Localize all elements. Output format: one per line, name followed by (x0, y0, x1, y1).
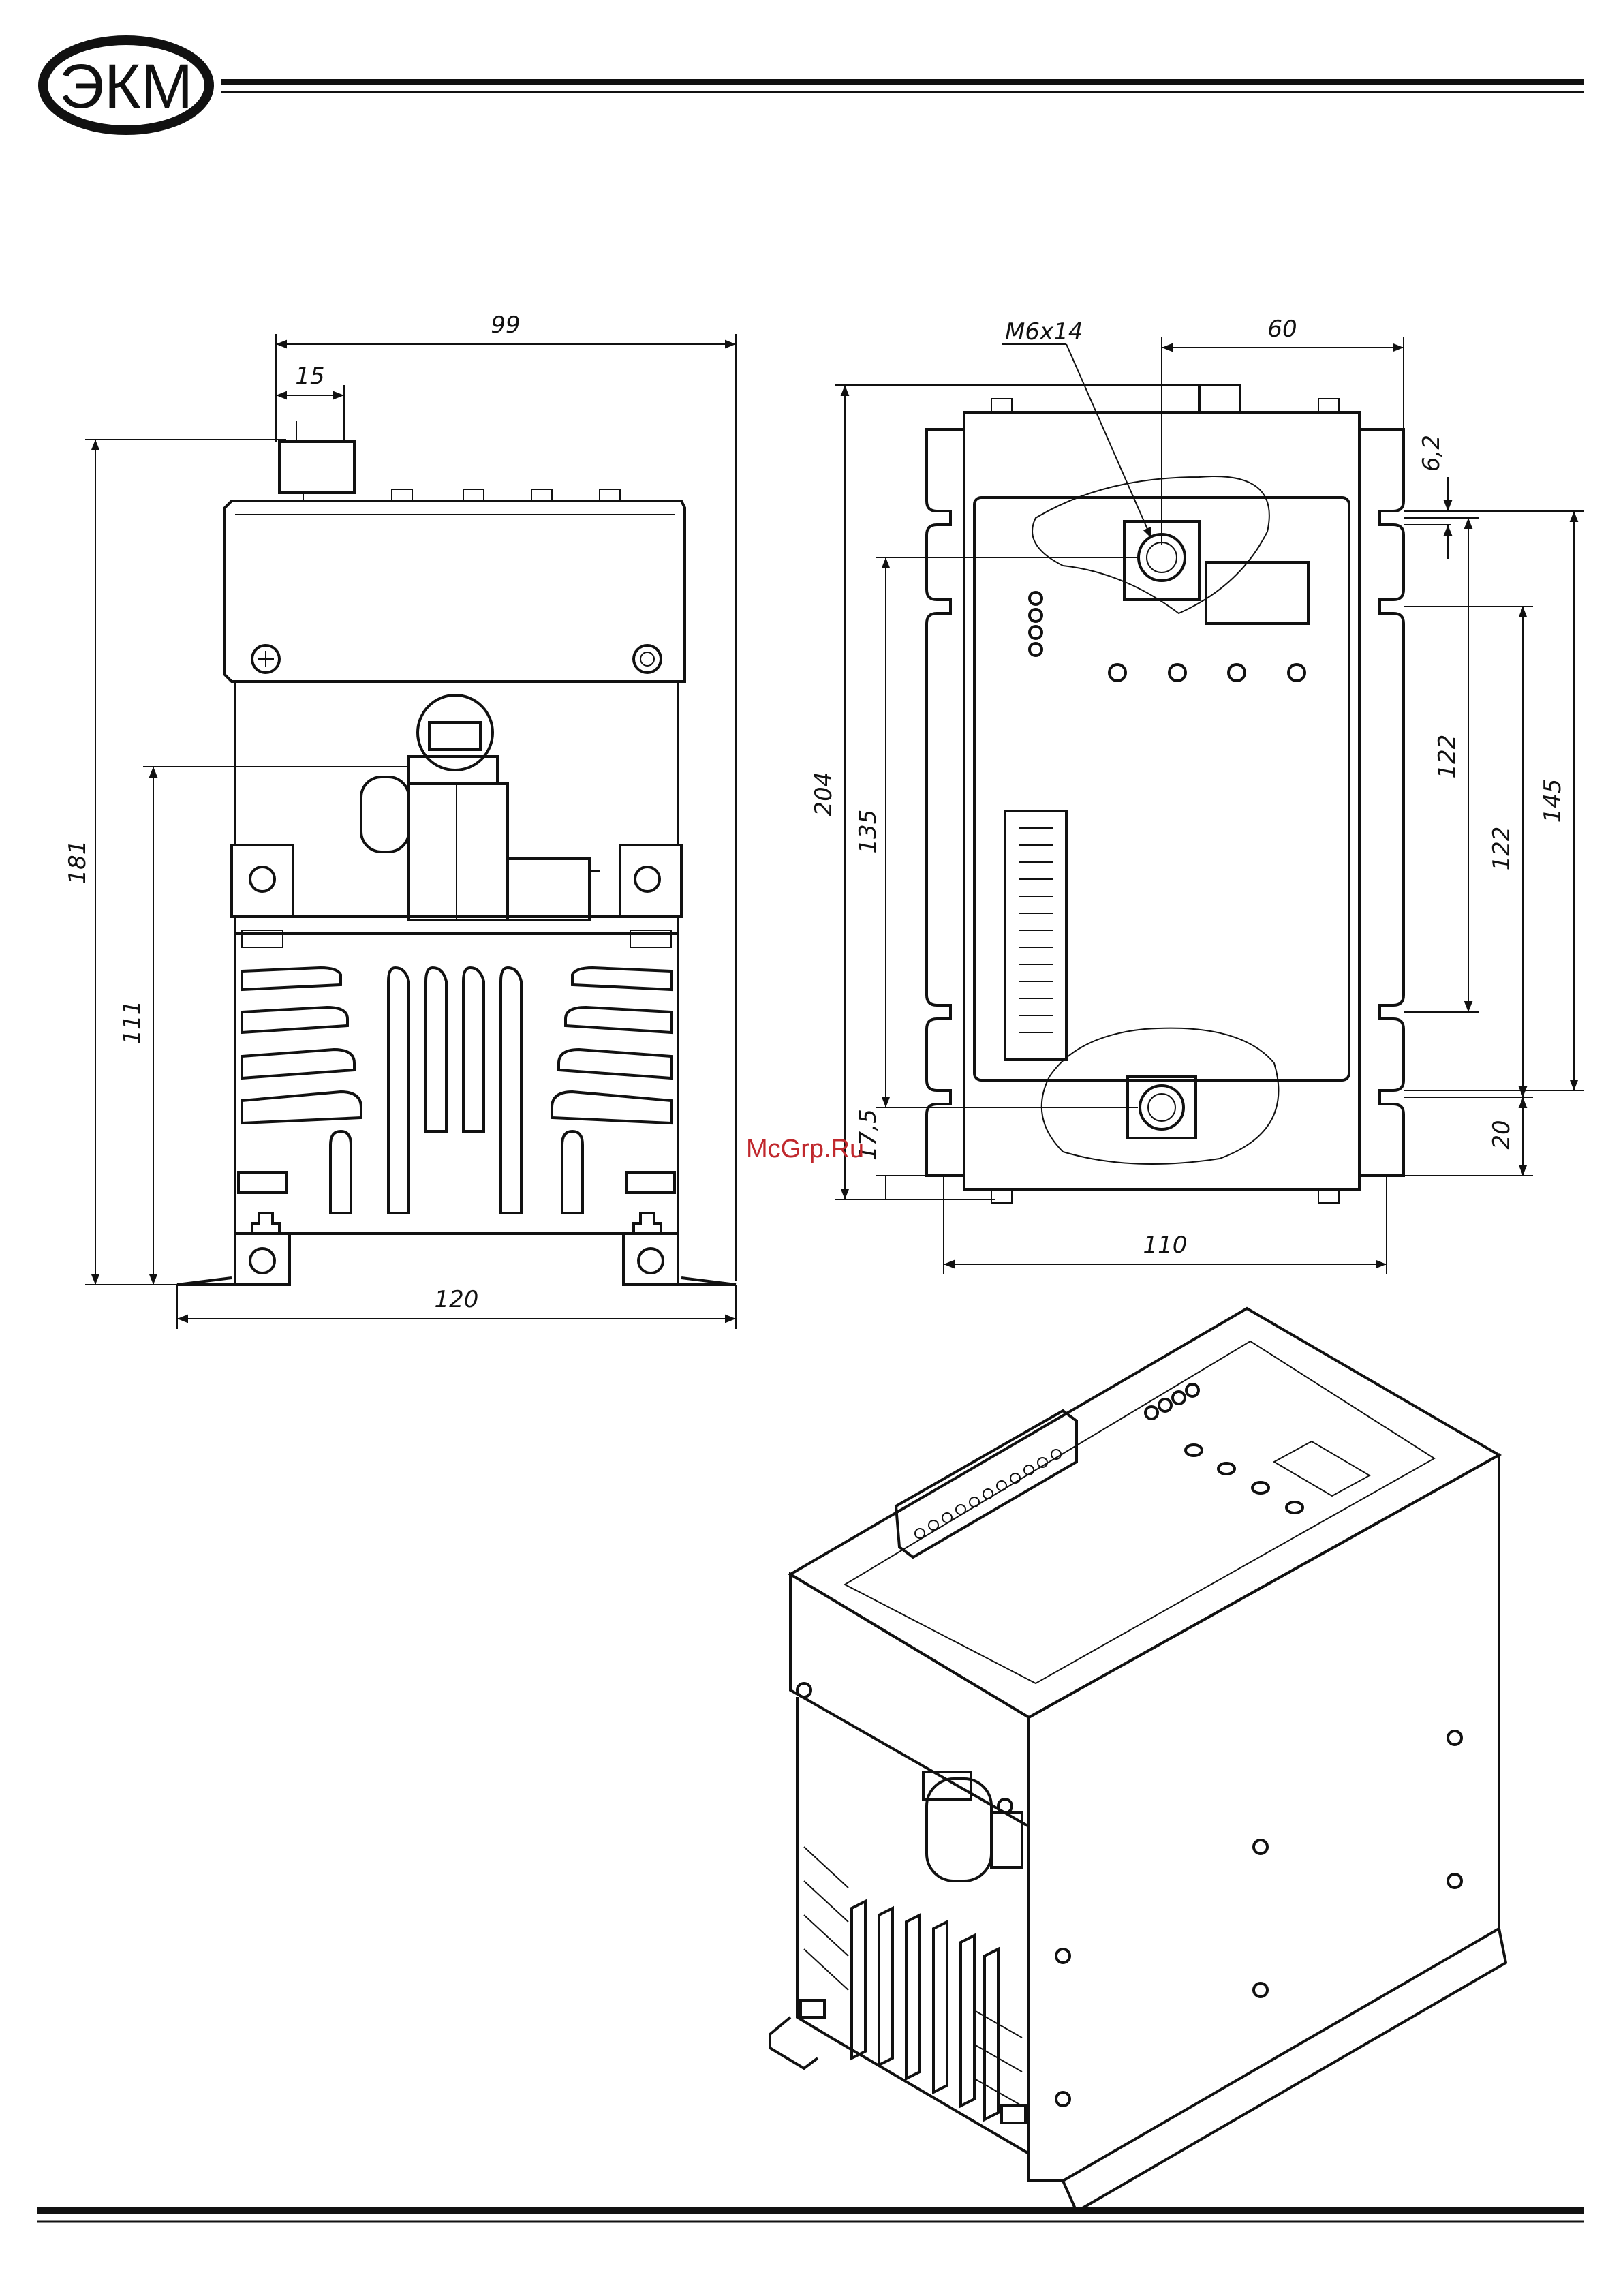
header: ЭКМ (43, 40, 1584, 130)
dim-label: 6,2 (1418, 435, 1445, 472)
company-logo: ЭКМ (43, 40, 209, 130)
dim-label: 204 (810, 772, 837, 816)
dim-height-total: 181 (64, 440, 286, 1285)
dim-label: 122 (1434, 735, 1461, 779)
dim-slot-span-a: 122 (1404, 518, 1479, 1012)
dim-label: 99 (491, 311, 520, 339)
front-view: 99 15 181 111 120 (64, 311, 736, 1329)
terminal-screws (915, 1450, 1061, 1538)
dim-width-top: 99 (276, 311, 736, 1281)
screw-icon (252, 645, 279, 673)
terminal-block-pins (1019, 828, 1053, 1032)
dim-hole-span: 135 (854, 557, 1138, 1107)
dim-label: 122 (1488, 827, 1515, 871)
dim-label: M6x14 (1005, 318, 1083, 346)
logo-text: ЭКМ (59, 52, 193, 121)
dim-label: 135 (854, 810, 882, 854)
screw-icon (634, 645, 661, 673)
dim-label: 181 (64, 840, 91, 885)
dim-label: 110 (1143, 1231, 1188, 1259)
dim-bottom-slot: 20 (1404, 1097, 1533, 1176)
dim-label: 15 (295, 363, 324, 390)
dim-base-width: 120 (177, 1285, 736, 1329)
dim-bottom-offset: 17,5 (854, 1063, 927, 1199)
dim-bolt: M6x14 (1002, 318, 1151, 538)
isometric-view (770, 1308, 1506, 2211)
dim-slot-height: 6,2 (1404, 435, 1451, 559)
dim-label: 60 (1267, 316, 1297, 343)
top-view: M6x14 60 6,2 204 135 (810, 316, 1584, 1274)
dim-label: 120 (435, 1286, 479, 1313)
header-rule (221, 82, 1584, 92)
dim-terminal: 15 (276, 363, 344, 442)
footer-rule (37, 2210, 1584, 2222)
dim-slot-span-c: 145 (1404, 511, 1584, 1090)
dim-label: 20 (1488, 1120, 1515, 1149)
dim-label: 145 (1539, 779, 1566, 823)
watermark: McGrp.Ru (746, 1135, 864, 1163)
dim-label: 111 (119, 1000, 146, 1045)
